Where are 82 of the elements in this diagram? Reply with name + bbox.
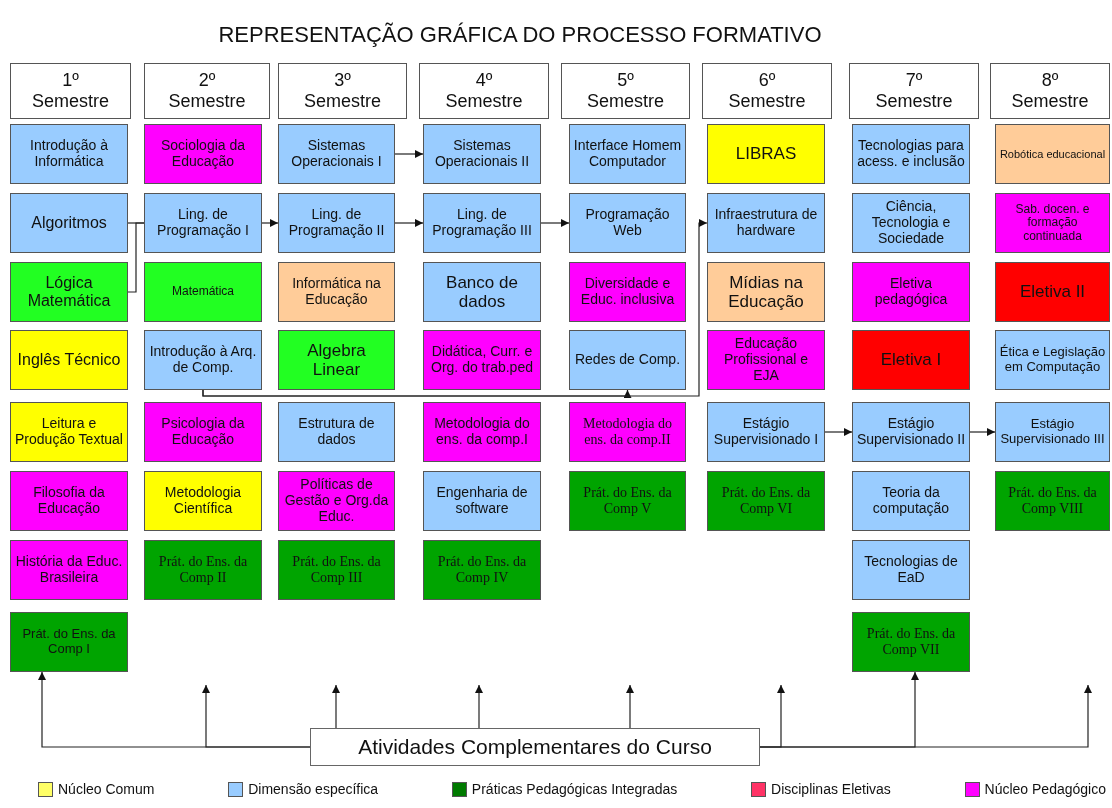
semester-header: 5º Semestre — [561, 63, 690, 119]
course-box: LIBRAS — [707, 124, 825, 184]
course-box: Banco de dados — [423, 262, 541, 322]
semester-header: 3º Semestre — [278, 63, 407, 119]
course-box: Sistemas Operacionais II — [423, 124, 541, 184]
connector-arrow — [394, 150, 424, 158]
course-box: Ling. de Programação II — [278, 193, 395, 253]
course-box: Prát. do Ens. da Comp I — [10, 612, 128, 672]
course-box: Ling. de Programação III — [423, 193, 541, 253]
connector-arrow — [475, 684, 483, 729]
semester-header: 4º Semestre — [419, 63, 549, 119]
course-box: Mídias na Educação — [707, 262, 825, 322]
course-box: Metodologia do ens. da comp.I — [423, 402, 541, 462]
connector-arrow — [824, 428, 853, 436]
course-box: Tecnologias para acess. e inclusão — [852, 124, 970, 184]
course-box: Interface Homem Computador — [569, 124, 686, 184]
course-box: Leitura e Produção Textual — [10, 402, 128, 462]
semester-header: 2º Semestre — [144, 63, 270, 119]
course-box: Ciência, Tecnologia e Sociedade — [852, 193, 970, 253]
legend-label: Núcleo Pedagógico — [984, 781, 1106, 797]
course-box: Prát. do Ens. da Comp IV — [423, 540, 541, 600]
course-box: Infraestrutura de hardware — [707, 193, 825, 253]
connector-arrow — [626, 684, 634, 729]
semester-header: 8º Semestre — [990, 63, 1110, 119]
course-box: Didática, Curr. e Org. do trab.ped — [423, 330, 541, 390]
course-box: Introdução à Informática — [10, 124, 128, 184]
course-box: Algoritmos — [10, 193, 128, 253]
course-box: Eletiva II — [995, 262, 1110, 322]
connector-arrow — [202, 219, 708, 397]
course-box: Programação Web — [569, 193, 686, 253]
course-box: Sab. docen. e formação continuada — [995, 193, 1110, 253]
semester-header: 7º Semestre — [849, 63, 979, 119]
course-box: Estágio Supervisionado I — [707, 402, 825, 462]
course-box: Redes de Comp. — [569, 330, 686, 390]
course-box: Prát. do Ens. da Comp VIII — [995, 471, 1110, 531]
course-box: Diversidade e Educ. inclusiva — [569, 262, 686, 322]
connector-arrow — [202, 684, 311, 748]
connector-arrow — [540, 219, 570, 227]
course-box: Tecnologias de EaD — [852, 540, 970, 600]
course-box: Sistemas Operacionais I — [278, 124, 395, 184]
course-box: Lógica Matemática — [10, 262, 128, 322]
semester-header: 6º Semestre — [702, 63, 832, 119]
course-box: Ética e Legislação em Computação — [995, 330, 1110, 390]
activities-box: Atividades Complementares do Curso — [310, 728, 760, 766]
course-box: Algebra Linear — [278, 330, 395, 390]
course-box: Estrutura de dados — [278, 402, 395, 462]
course-box: Estágio Supervisionado III — [995, 402, 1110, 462]
semester-header: 1º Semestre — [10, 63, 131, 119]
course-box: Filosofia da Educação — [10, 471, 128, 531]
connector-arrow — [261, 219, 279, 227]
connector-arrow — [394, 219, 424, 227]
course-box: Matemática — [144, 262, 262, 322]
course-box: Estágio Supervisionado II — [852, 402, 970, 462]
diagram-title: REPRESENTAÇÃO GRÁFICA DO PROCESSO FORMATIVO — [217, 22, 823, 48]
course-box: Metodologia Científica — [144, 471, 262, 531]
course-box: Educação Profissional e EJA — [707, 330, 825, 390]
course-box: Sociologia da Educação — [144, 124, 262, 184]
course-box: Metodologia do ens. da comp.II — [569, 402, 686, 462]
course-box: Prát. do Ens. da Comp II — [144, 540, 262, 600]
course-box: Informática na Educação — [278, 262, 395, 322]
course-box: Prát. do Ens. da Comp III — [278, 540, 395, 600]
legend-label: Disciplinas Eletivas — [771, 781, 891, 797]
course-box: Psicologia da Educação — [144, 402, 262, 462]
legend-label: Núcleo Comum — [58, 781, 155, 797]
course-box: Prát. do Ens. da Comp VI — [707, 471, 825, 531]
course-box: Teoria da computação — [852, 471, 970, 531]
connector-arrow — [969, 428, 996, 436]
legend-label: Práticas Pedagógicas Integradas — [471, 781, 678, 797]
legend-label: Dimensão específica — [248, 781, 379, 797]
course-box: Engenharia de software — [423, 471, 541, 531]
connector-arrow — [759, 684, 1092, 748]
course-box: Inglês Técnico — [10, 330, 128, 390]
course-box: Políticas de Gestão e Org.da Educ. — [278, 471, 395, 531]
course-box: História da Educ. Brasileira — [10, 540, 128, 600]
course-box: Eletiva I — [852, 330, 970, 390]
course-box: Ling. de Programação I — [144, 193, 262, 253]
course-box: Prát. do Ens. da Comp VII — [852, 612, 970, 672]
course-box: Introdução à Arq. de Comp. — [144, 330, 262, 390]
course-box: Robótica educacional — [995, 124, 1110, 184]
course-box: Prát. do Ens. da Comp V — [569, 471, 686, 531]
connector-arrow — [332, 684, 340, 729]
course-box: Eletiva pedagógica — [852, 262, 970, 322]
